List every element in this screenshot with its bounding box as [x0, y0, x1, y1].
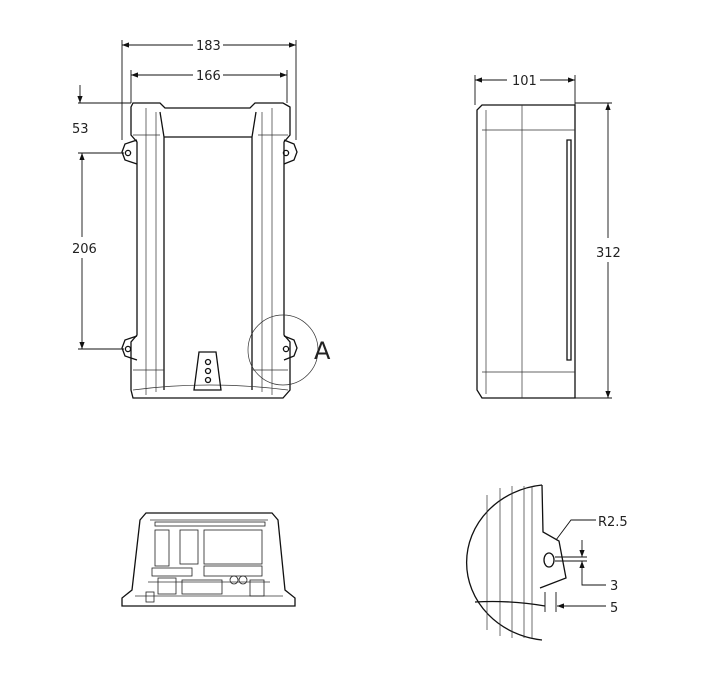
- mount-slot: [543, 552, 555, 568]
- mount-tab-bottom-right: [283, 335, 298, 361]
- detail-a-circle: [247, 314, 319, 386]
- dim-slot-offset: 5: [610, 601, 618, 616]
- dim-height: 312: [596, 246, 621, 261]
- dim-depth: 101: [512, 74, 537, 89]
- mount-tab-top-right: [283, 139, 298, 165]
- bottom-view: [121, 512, 296, 607]
- front-body-outline: [130, 102, 291, 399]
- mount-tab-profile: [539, 484, 567, 589]
- detail-a-label: A: [314, 337, 331, 365]
- cable-gland-plate: [193, 351, 222, 391]
- front-view: A 183 166 53 206: [72, 39, 331, 399]
- dim-radius: R2.5: [598, 515, 628, 530]
- mount-tab-top-left: [121, 139, 138, 165]
- detail-boundary: [466, 484, 543, 641]
- dim-body-width: 166: [196, 69, 221, 84]
- bottom-body-outline: [121, 512, 296, 607]
- dim-slot-height: 3: [610, 579, 618, 594]
- mount-tab-bottom-left: [121, 335, 138, 361]
- side-body-outline: [476, 104, 576, 399]
- dim-hole-spacing: 206: [72, 242, 97, 257]
- vent-pattern: [145, 521, 266, 603]
- dim-overall-width: 183: [196, 39, 221, 54]
- detail-a-view: R2.5 3 5: [466, 484, 628, 641]
- side-view: 101 312: [474, 74, 621, 399]
- dim-top-offset: 53: [72, 122, 89, 137]
